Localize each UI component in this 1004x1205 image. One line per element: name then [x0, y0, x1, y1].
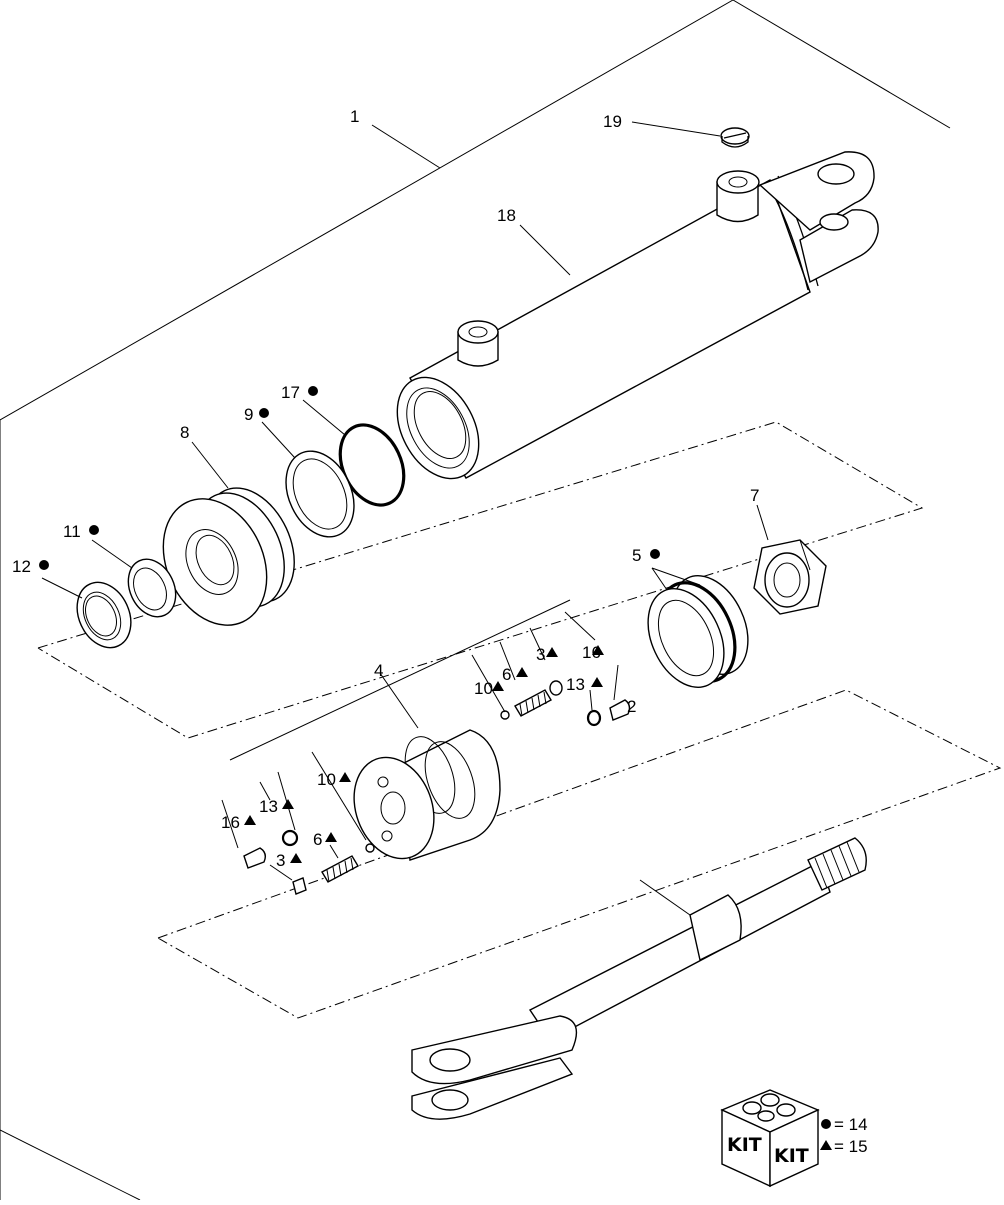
callout-5: 5: [632, 546, 641, 565]
callout-16-upper: 16: [582, 643, 601, 662]
filled-circle-icon: [308, 386, 318, 396]
callout-9: 9: [244, 405, 253, 424]
piston-4: [353, 729, 501, 861]
callout-18: 18: [497, 206, 516, 225]
filled-circle-icon: [821, 1119, 831, 1129]
plug-screw: [720, 127, 750, 148]
filled-triangle-icon: [290, 853, 302, 863]
filled-triangle-icon: [820, 1140, 832, 1150]
callout-3-lower: 3: [276, 851, 285, 870]
assembly-frame: [0, 0, 951, 1201]
ring-11: [127, 558, 177, 618]
backup-ring-9: [285, 450, 355, 538]
filled-triangle-icon: [339, 772, 351, 782]
filled-circle-icon: [650, 549, 660, 559]
legend-triangle-text: = 15: [834, 1137, 868, 1156]
filled-circle-icon: [39, 560, 49, 570]
callout-17: 17: [281, 383, 300, 402]
kit-14-markers: [39, 386, 660, 570]
kit-box-icon: KIT KIT: [720, 1089, 820, 1188]
filled-circle-icon: [89, 525, 99, 535]
kit-15-markers: [244, 645, 604, 863]
filled-triangle-icon: [282, 799, 294, 809]
leader-lines: [41, 121, 769, 916]
callout-labels: 1 2 3 3 4 5 6 6 7 8 9 10 10 11 12 13 13 …: [12, 107, 759, 870]
callout-6-lower: 6: [313, 830, 322, 849]
wiper-12: [76, 581, 132, 649]
gland-8: [162, 487, 295, 626]
callout-4: 4: [374, 661, 383, 680]
cylinder-barrel: [396, 151, 879, 480]
explode-box-lower: [157, 689, 1002, 1019]
callout-2: 2: [627, 697, 636, 716]
piston-rod-2: [411, 837, 867, 1120]
filled-triangle-icon: [244, 815, 256, 825]
callout-16-lower: 16: [221, 813, 240, 832]
callout-3-upper: 3: [536, 645, 545, 664]
callout-13-lower: 13: [259, 797, 278, 816]
kit-word-right: KIT: [774, 1145, 809, 1167]
filled-triangle-icon: [492, 681, 504, 691]
explode-box-upper: [37, 421, 924, 739]
callout-8: 8: [180, 423, 189, 442]
piston-seal-5: [647, 575, 749, 688]
callout-13-upper: 13: [566, 675, 585, 694]
callout-11: 11: [63, 522, 81, 541]
filled-triangle-icon: [591, 677, 603, 687]
filled-triangle-icon: [592, 645, 604, 655]
callout-6-upper: 6: [502, 665, 511, 684]
filled-circle-icon: [259, 408, 269, 418]
legend-circle-text: = 14: [834, 1115, 868, 1134]
callout-1: 1: [350, 107, 359, 126]
callout-10-upper: 10: [474, 679, 493, 698]
valve-parts-lower: [243, 829, 375, 895]
hex-nut-7: [753, 539, 827, 615]
callout-10-lower: 10: [317, 770, 336, 789]
filled-triangle-icon: [325, 832, 337, 842]
filled-triangle-icon: [516, 667, 528, 677]
filled-triangle-icon: [546, 647, 558, 657]
kit-word-left: KIT: [727, 1134, 762, 1156]
callout-19: 19: [603, 112, 622, 131]
kit-legend: KIT KIT = 14 = 15: [720, 1089, 868, 1188]
callout-12: 12: [12, 557, 31, 576]
valve-parts-upper: [500, 680, 631, 727]
callout-7: 7: [750, 486, 759, 505]
